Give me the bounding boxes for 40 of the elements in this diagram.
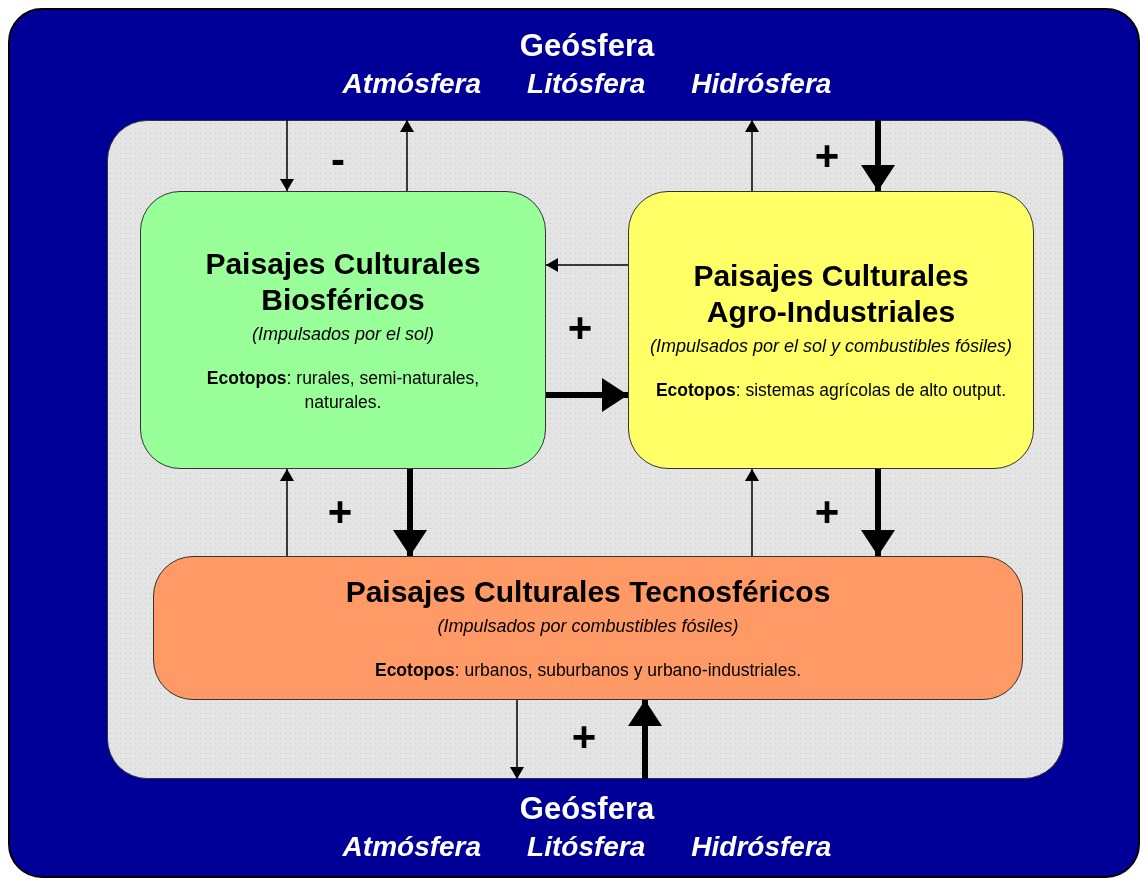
sphere-label: Atmósfera [342,831,482,863]
arrow [545,258,629,272]
sphere-label: Litósfera [527,68,646,100]
description: Ecotopos: urbanos, suburbanos y urbano-industriales. [374,658,802,682]
landscape-box [140,191,546,469]
sphere-label: Atmósfera [342,68,482,100]
arrow [280,119,294,192]
sphere-label: Litósfera [527,831,646,863]
sign-label: + [814,135,840,177]
arrow [400,119,414,192]
arrow [861,120,895,191]
arrow [280,468,294,557]
description: Ecotopos: rurales, semi-naturales, naturales. [205,366,481,414]
heading: Geósfera [519,28,655,64]
inner-panel [107,120,1064,779]
arrow [546,378,628,412]
arrow [861,469,895,556]
sign-label: + [571,716,597,758]
box-title: Paisajes Culturales Tecnosféricos [345,573,831,610]
subtitle: (Impulsados por el sol y combustibles fósiles) [649,335,1013,357]
arrow [628,700,662,779]
subtitle: (Impulsados por el sol) [251,323,435,345]
heading: Geósfera [519,791,655,827]
landscape-box [628,191,1034,469]
arrow [745,468,759,557]
landscape-box [153,556,1023,700]
sign-label: + [327,491,353,533]
sign-label: - [331,139,345,181]
sign-label: + [814,491,840,533]
sphere-label: Hidrósfera [691,831,832,863]
sphere-label: Hidrósfera [691,68,832,100]
arrow [510,699,524,780]
outer-frame [8,8,1140,878]
subtitle: (Impulsados por combustibles fósiles) [437,615,739,637]
box-title: Paisajes Culturales Agro-Industriales [692,257,970,330]
box-title: Paisajes Culturales Biosféricos [204,245,482,318]
description: Ecotopos: sistemas agrícolas de alto output. [655,378,1007,402]
arrow [393,469,427,556]
arrow [745,119,759,192]
sign-label: + [567,307,593,349]
